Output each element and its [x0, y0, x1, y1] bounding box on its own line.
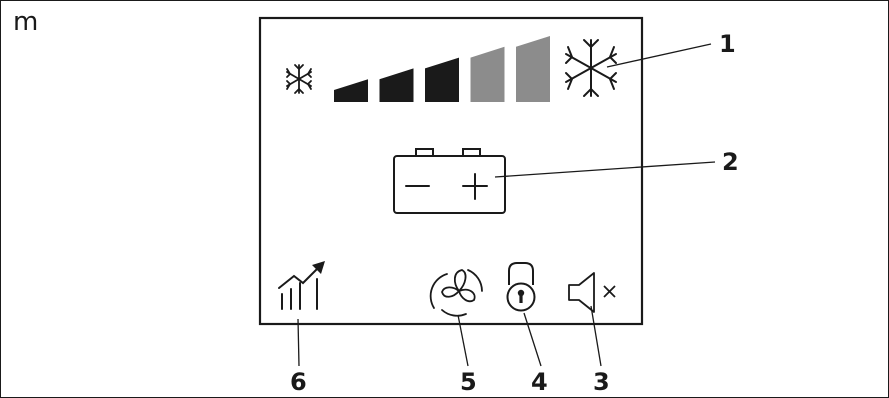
- leader-line-4: [523, 312, 542, 367]
- level-bar-4: [470, 46, 505, 102]
- snowflake-small-icon: [286, 64, 312, 94]
- level-bar-3: [425, 57, 459, 102]
- leader-lines: [297, 43, 716, 367]
- callout-5: 5: [460, 368, 477, 396]
- fan-icon: [429, 269, 483, 317]
- callout-6: 6: [290, 368, 307, 396]
- leader-line-6: [297, 318, 300, 367]
- level-bar-2: [379, 68, 414, 102]
- figure-letter: m: [13, 7, 39, 37]
- leader-line-2: [494, 161, 716, 178]
- callout-3: 3: [593, 368, 610, 396]
- leader-line-3: [590, 305, 602, 367]
- trend-chart-icon: [278, 261, 325, 310]
- callout-2: 2: [722, 148, 739, 176]
- level-bar-5: [516, 36, 550, 102]
- lock-icon: [506, 262, 536, 312]
- callout-4: 4: [531, 368, 548, 396]
- battery-icon: [393, 148, 506, 214]
- mute-speaker-icon: [568, 272, 616, 313]
- leader-line-1: [606, 43, 712, 68]
- snowflake-large-icon: [565, 39, 617, 97]
- callout-1: 1: [719, 30, 736, 58]
- leader-line-5: [457, 314, 469, 367]
- cooling-level-bars: [334, 36, 550, 102]
- level-bar-1: [334, 79, 368, 102]
